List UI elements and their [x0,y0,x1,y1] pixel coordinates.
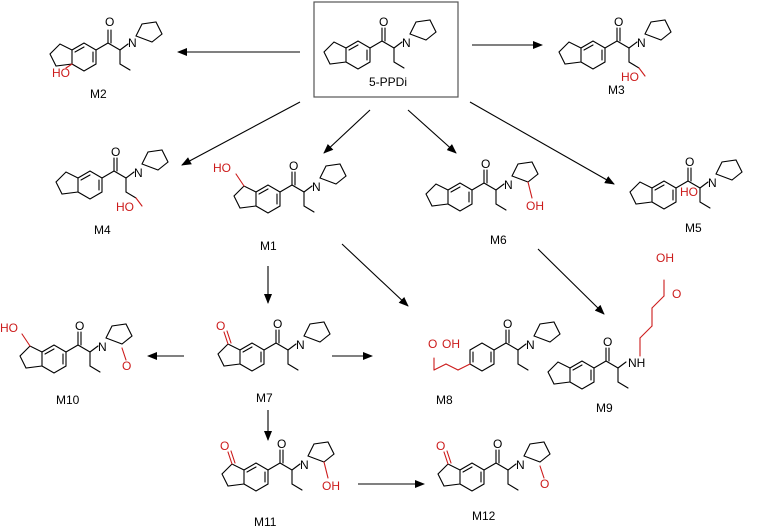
svg-text:N: N [402,36,411,50]
svg-text:O: O [685,155,694,169]
label-m8: M8 [436,393,453,407]
m5-structure: O N HO [629,155,743,210]
svg-text:O: O [614,15,623,29]
label-m12: M12 [472,509,496,523]
m4-structure: O N HO [55,145,169,214]
svg-text:O: O [111,145,120,159]
svg-text:N: N [134,166,143,180]
svg-text:OH: OH [322,479,340,493]
svg-text:N: N [296,338,305,352]
svg-text:O: O [540,477,549,491]
label-m5: M5 [685,221,702,235]
svg-text:O: O [122,359,131,373]
svg-text:OH: OH [526,199,544,213]
svg-text:N: N [300,458,309,472]
arrow-parent-m4 [181,101,301,166]
svg-text:O: O [503,317,512,331]
svg-text:O: O [428,337,437,351]
label-m9: M9 [596,401,613,415]
svg-text:HO: HO [116,200,134,214]
label-m10: M10 [56,393,80,407]
svg-text:O: O [436,439,445,453]
parent-frame [313,1,459,98]
label-m7: M7 [256,391,273,405]
parent-structure: O N [323,15,437,70]
m12-structure: O N O O [436,437,551,492]
m1-structure: O N HO [213,159,347,214]
m7-structure: O N O [216,317,331,372]
svg-text:O: O [379,15,388,29]
svg-text:OH: OH [442,337,460,351]
m11-structure: O N O OH [220,437,340,493]
svg-text:HO: HO [213,161,231,175]
m3-structure: O N HO [558,15,672,84]
svg-text:O: O [220,439,229,453]
arrow-parent-m1 [323,109,371,154]
svg-text:O: O [289,159,298,173]
svg-text:NH: NH [628,356,645,370]
arrow-parent-m6 [407,109,457,154]
svg-text:HO: HO [680,185,698,199]
m8-structure: O N O OH [428,317,561,372]
svg-text:N: N [312,180,321,194]
arrow-parent-m5 [469,101,615,185]
svg-text:N: N [128,36,137,50]
label-5-ppdi: 5-PPDi [369,75,407,89]
label-m4: M4 [94,223,111,237]
svg-text:O: O [273,317,282,331]
label-m1: M1 [260,239,277,253]
svg-text:N: N [708,176,717,190]
label-m11: M11 [254,515,277,529]
svg-text:O: O [75,319,84,333]
svg-text:N: N [516,458,525,472]
svg-text:O: O [216,319,225,333]
svg-text:N: N [637,36,646,50]
arrow-m6-m9 [537,248,605,315]
m10-structure: O N HO O [0,319,133,374]
svg-text:N: N [98,340,107,354]
svg-text:O: O [277,437,286,451]
m2-structure: O N HO [49,15,163,80]
svg-text:O: O [481,157,490,171]
label-m2: M2 [90,87,107,101]
reaction-arrows [147,41,615,488]
m6-structure: O N OH [425,157,544,213]
label-m6: M6 [490,233,507,247]
svg-text:HO: HO [0,321,18,335]
svg-text:O: O [105,15,114,29]
svg-text:N: N [504,178,513,192]
svg-text:OH: OH [656,251,674,265]
svg-text:HO: HO [52,66,70,80]
svg-text:O: O [493,437,502,451]
svg-text:HO: HO [621,70,639,84]
label-m3: M3 [608,83,625,97]
svg-text:O: O [672,287,681,301]
m9-structure: O NH OH O [547,251,681,390]
svg-text:N: N [526,338,535,352]
svg-text:O: O [603,335,612,349]
arrow-m1-m8 [341,243,409,307]
